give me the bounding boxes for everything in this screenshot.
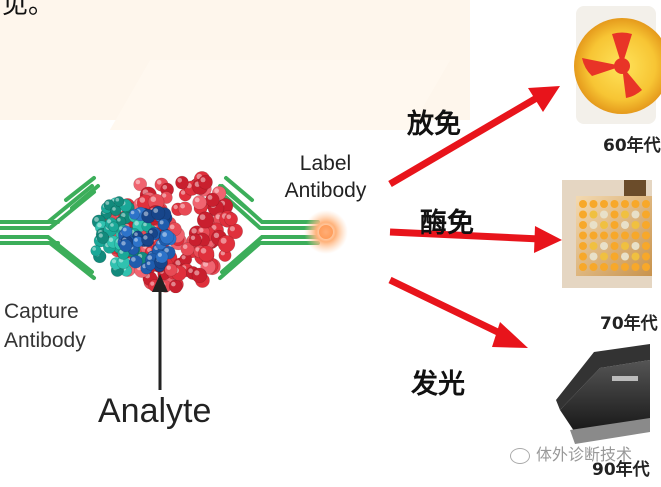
analyte-molecule <box>90 171 243 294</box>
arrow-to-radioimmuno <box>388 86 560 188</box>
label-antibody <box>64 176 320 280</box>
radiation-icon <box>574 6 661 124</box>
label-antibody-text: Label Antibody <box>278 150 373 204</box>
method-radioimmuno: 放免 <box>407 109 461 140</box>
arrow-to-luminescence <box>388 276 528 348</box>
wechat-icon <box>510 447 530 464</box>
method-enzyme: 酶免 <box>420 208 474 239</box>
capture-antibody-label: Capture Antibody <box>4 300 86 352</box>
watermark: 体外诊断技术 <box>510 441 632 465</box>
arrow-to-enzyme <box>389 226 562 253</box>
watermark-text: 体外诊断技术 <box>536 445 633 464</box>
microplate-icon <box>562 180 652 288</box>
capture-antibody-text: Capture Antibody <box>4 297 114 355</box>
label-antibody-label: Label Antibody <box>284 152 367 202</box>
analyte-label: Analyte <box>98 392 212 430</box>
method-luminescence: 发光 <box>411 369 465 400</box>
era-70s: 70年代 <box>600 314 658 334</box>
era-60s: 60年代 <box>603 136 661 156</box>
era-90s: 90年代 <box>592 460 650 480</box>
top-text-fragment: 见。 <box>2 0 55 20</box>
analyte-pointer-arrow <box>152 274 168 390</box>
analyzer-icon <box>556 344 650 444</box>
